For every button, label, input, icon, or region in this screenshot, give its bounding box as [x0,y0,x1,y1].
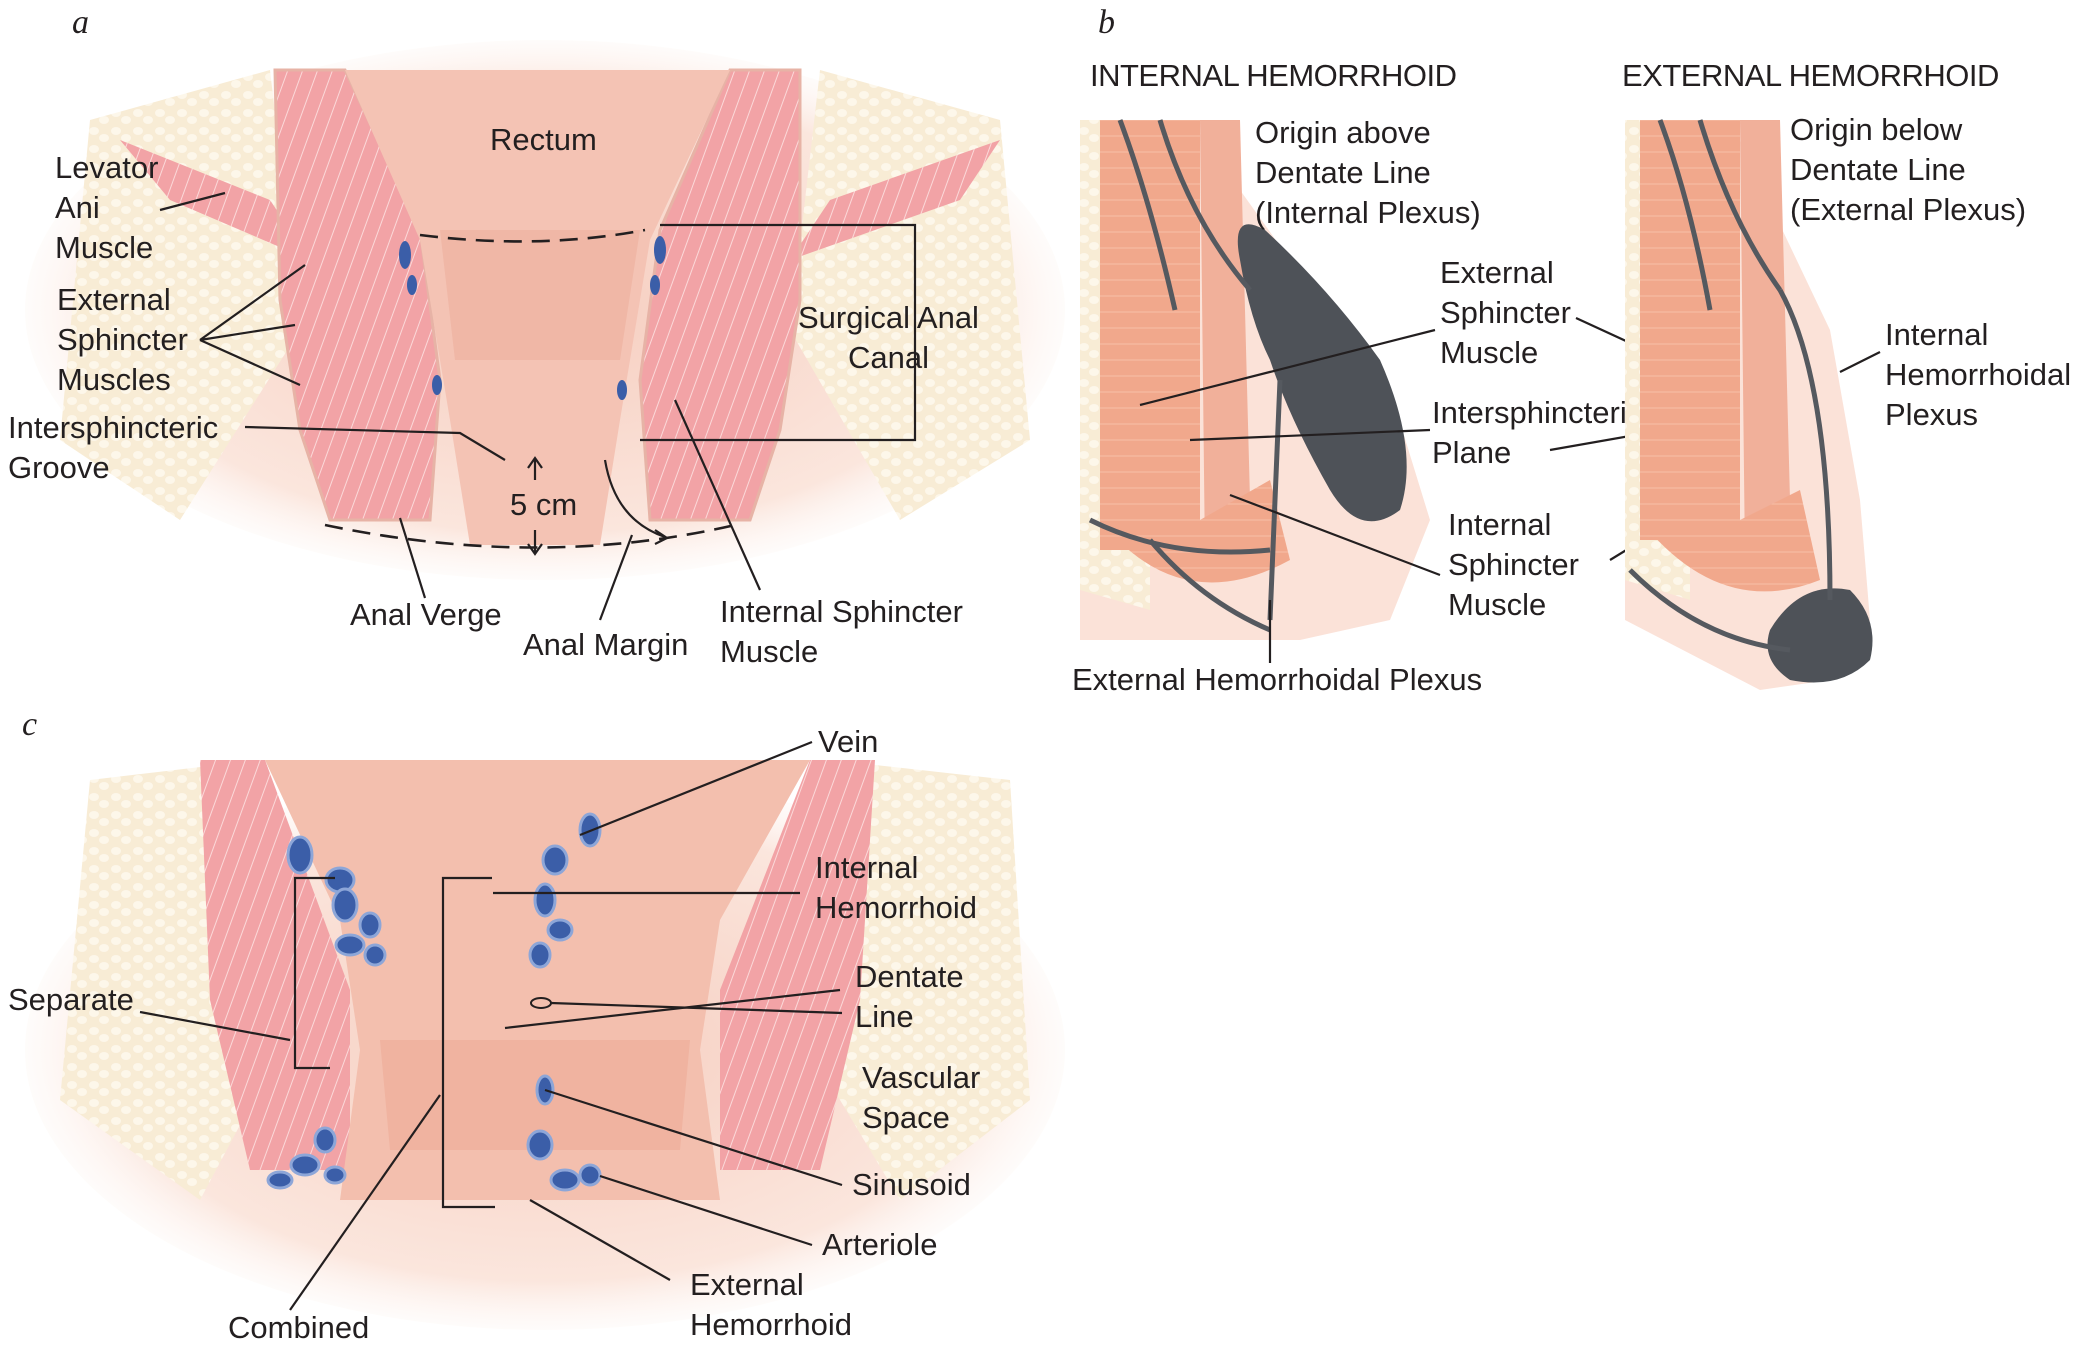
label-ext-sphincter-1: External [57,282,171,317]
external-hemorrhoid-mass [1767,588,1873,683]
leader-anal-margin [598,534,634,621]
label-anal-verge: Anal Verge [350,597,502,632]
levator-ani-left [120,140,310,260]
label-intersphincteric-2: Groove [8,450,110,485]
label-vascular-2: Space [862,1100,950,1135]
label-internal-sphincter-2: Muscle [720,634,818,669]
dentate-line-dash [419,228,646,243]
internal-hemorrhoid-mass [1237,224,1407,522]
bracket-separate [293,876,335,1070]
label-int-hem-plexus-1: Internal [1885,317,1988,352]
leader-dentate [504,988,841,1030]
panel-a: a Rectum Levator Ani Muscle External Sph… [8,4,1065,669]
panel-letter-b: b [1098,4,1115,41]
arrow-anal-margin [603,459,670,545]
label-origin-above-1: Origin above [1255,115,1431,150]
internal-hemorrhoid-drawing [1080,119,1430,640]
label-sinusoid: Sinusoid [852,1167,971,1202]
leader-int-hem-plexus [1839,351,1881,373]
leader-vascular [550,1001,843,1015]
panel-letter-c: c [22,706,37,743]
label-separate: Separate [8,982,134,1017]
label-anal-margin: Anal Margin [523,627,688,662]
panel-c: c Separate Combined Vein [8,706,1065,1345]
levator-ani-right [790,140,1000,260]
label-arteriole: Arteriole [822,1227,937,1262]
leader-intersphincteric [244,425,506,461]
label-internal-sphincter-1: Internal Sphincter [720,594,963,629]
leader-arteriole [599,1174,813,1247]
panel-letter-a: a [72,4,89,41]
label-5cm: 5 cm [510,487,577,522]
title-internal-hemorrhoid: INTERNAL HEMORRHOID [1090,58,1457,93]
label-levator-3: Muscle [55,230,153,265]
label-int-hem-c-2: Hemorrhoid [815,890,977,925]
internal-plexus-veins-a [399,236,666,400]
leader-anal-verge [398,517,427,599]
label-origin-below-2: Dentate Line [1790,152,1966,187]
label-origin-below-1: Origin below [1790,112,1963,147]
bracket-combined [441,876,495,1209]
anal-columns [440,230,640,360]
label-vein: Vein [818,724,878,759]
label-vascular-1: Vascular [862,1060,980,1095]
fat-left [60,70,300,520]
label-origin-above-2: Dentate Line [1255,155,1431,190]
label-rectum: Rectum [490,122,597,157]
bracket-surgical-canal [640,223,917,442]
label-origin-above-3: (Internal Plexus) [1255,195,1481,230]
label-origin-below-3: (External Plexus) [1790,192,2026,227]
leader-internal-sphincter [673,399,762,591]
label-int-hem-c-1: Internal [815,850,918,885]
external-hemorrhoid-drawing [1625,119,1873,690]
label-ext-hem-c-2: Hemorrhoid [690,1307,852,1342]
label-ext-hem-plexus: External Hemorrhoidal Plexus [1072,662,1482,697]
left-plexus-c [266,835,387,1190]
label-int-hem-plexus-3: Plexus [1885,397,1978,432]
sphincter-right-c [720,760,875,1170]
label-b-int-sphincter-2: Sphincter [1448,547,1579,582]
leader-ext-hem-c [529,1199,671,1281]
label-surgical-canal-2: Canal [848,340,929,375]
label-b-ext-sphincter-1: External [1440,255,1554,290]
label-dentate-1: Dentate [855,959,964,994]
leader-combined [289,1094,441,1311]
leader-vein [579,740,813,837]
label-ext-sphincter-3: Muscles [57,362,171,397]
label-ext-sphincter-2: Sphincter [57,322,188,357]
external-sphincter-right [638,68,802,522]
label-b-intersphincteric-1: Intersphincteric [1432,395,1642,430]
leader-separate [139,1010,291,1042]
label-combined: Combined [228,1310,369,1345]
label-levator-2: Ani [55,190,100,225]
leader-levator [159,191,226,212]
anal-folds-c [380,1040,690,1150]
label-ext-hem-c-1: External [690,1267,804,1302]
label-b-ext-sphincter-3: Muscle [1440,335,1538,370]
panel-b: b INTERNAL HEMORRHOID Origin above Denta… [1072,4,2071,697]
label-intersphincteric-1: Intersphincteric [8,410,218,445]
label-levator-1: Levator [55,150,158,185]
label-b-int-sphincter-1: Internal [1448,507,1551,542]
arrow-up [527,456,543,480]
label-int-hem-plexus-2: Hemorrhoidal [1885,357,2071,392]
leader-ext-sphincter [199,264,306,387]
leader-sinusoid [544,1088,843,1187]
label-b-int-sphincter-3: Muscle [1448,587,1546,622]
arrow-down [527,530,543,556]
label-dentate-2: Line [855,999,914,1034]
label-surgical-canal-1: Surgical Anal [798,300,979,335]
title-external-hemorrhoid: EXTERNAL HEMORRHOID [1622,58,1999,93]
label-b-intersphincteric-2: Plane [1432,435,1511,470]
label-b-ext-sphincter-2: Sphincter [1440,295,1571,330]
